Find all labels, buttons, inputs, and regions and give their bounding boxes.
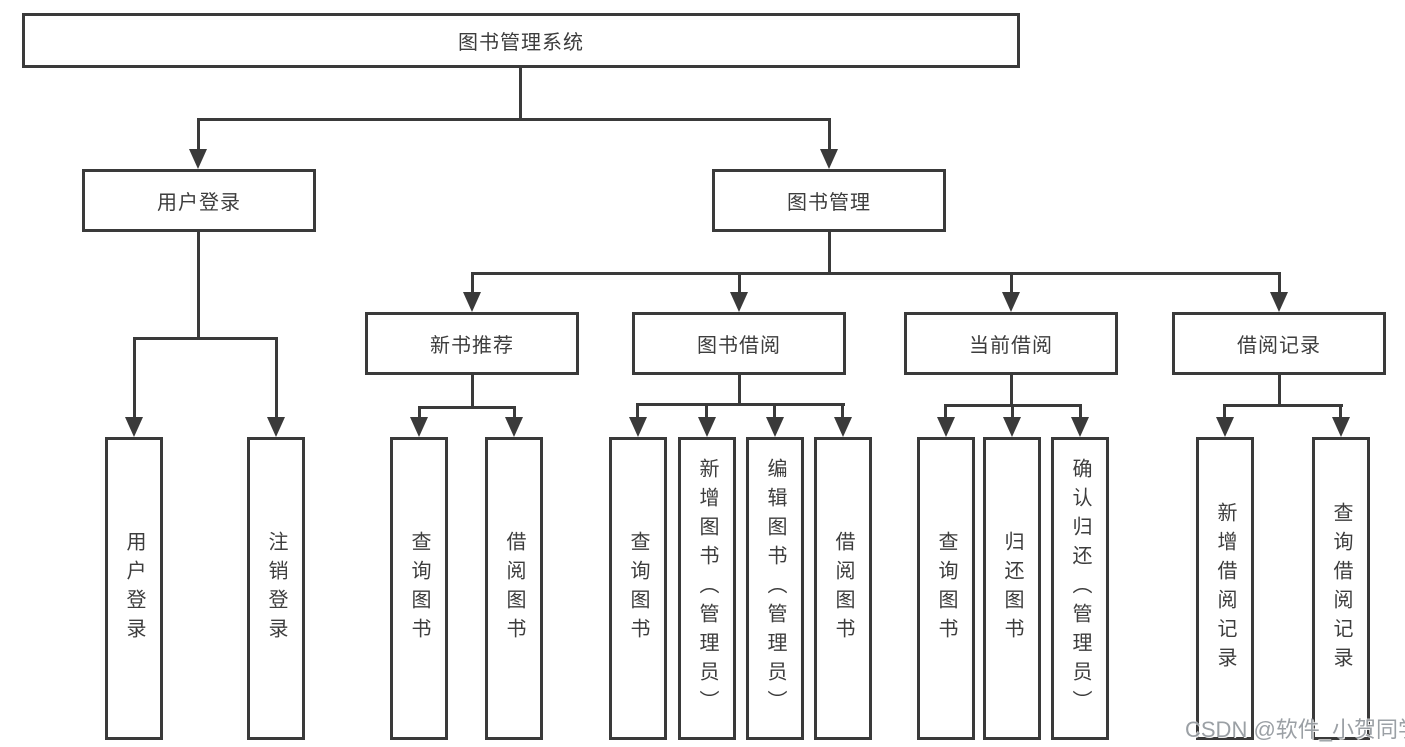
node-book-management: 图书管理 [712,169,946,232]
leaf-nb-query-books-label: 查询图书 [408,530,430,647]
leaf-br-add-record-label: 新增借阅记录 [1214,501,1236,676]
connector-groupD-bar [1223,404,1343,407]
connector-arrow-D2 [1339,404,1342,419]
leaf-br-query-record-label: 查询借阅记录 [1330,501,1352,676]
arrowhead-A2 [505,417,523,437]
node-book-borrowing: 图书借阅 [632,312,846,375]
leaf-cb-query-books-label: 查询图书 [935,530,957,647]
csdn-watermark: CSDN @软件_小贺同学 [1185,717,1405,742]
connector-arrow-book-borrow [738,272,741,294]
leaf-bb-borrow-books-label: 借阅图书 [832,530,854,647]
leaf-logout-label: 注销登录 [265,530,287,647]
leaf-cb-return-books: 归还图书 [983,437,1041,740]
node-root-label: 图书管理系统 [458,32,584,54]
leaf-cb-confirm-return-admin-label: 确认归还（管理员） [1069,458,1091,719]
arrowhead-leaf-login [125,417,143,437]
node-current-borrowing-label: 当前借阅 [969,335,1053,357]
connector-arrow-user-login [197,118,200,151]
connector-user-login-bar [133,337,278,340]
leaf-bb-edit-books-admin-label: 编辑图书（管理员） [764,458,786,719]
connector-arrow-B2 [705,403,708,419]
connector-arrow-new-book [471,272,474,294]
leaf-user-login-label: 用户登录 [123,530,145,647]
arrowhead-B4 [834,417,852,437]
connector-arrow-B4 [841,403,844,419]
arrowhead-A1 [410,417,428,437]
leaf-cb-confirm-return-admin: 确认归还（管理员） [1051,437,1109,740]
node-new-book-recommend: 新书推荐 [365,312,579,375]
leaf-nb-query-books: 查询图书 [390,437,448,740]
node-book-borrowing-label: 图书借阅 [697,335,781,357]
connector-groupA-bar [418,406,516,409]
connector-groupA-stem [471,375,474,408]
arrowhead-current-borrow [1002,292,1020,312]
arrowhead-new-book [463,292,481,312]
connector-user-login-stem [197,232,200,339]
leaf-nb-borrow-books: 借阅图书 [485,437,543,740]
connector-level1-bar [197,118,831,121]
connector-arrow-B1 [636,403,639,419]
arrowhead-user-login [189,149,207,169]
arrowhead-B1 [629,417,647,437]
node-current-borrowing: 当前借阅 [904,312,1118,375]
connector-root-stem [519,68,522,120]
connector-arrow-current-borrow [1010,272,1013,294]
leaf-user-login: 用户登录 [105,437,163,740]
connector-arrow-C2 [1011,404,1014,419]
connector-groupB-bar [636,403,845,406]
leaf-bb-add-books-admin-label: 新增图书（管理员） [696,458,718,719]
connector-arrow-leaf-logout [275,337,278,419]
connector-arrow-borrow-records [1278,272,1281,294]
connector-book-mgmt-stem [828,232,831,274]
leaf-nb-borrow-books-label: 借阅图书 [503,530,525,647]
connector-arrow-C1 [944,404,947,419]
node-new-book-recommend-label: 新书推荐 [430,335,514,357]
node-borrowing-records-label: 借阅记录 [1237,335,1321,357]
connector-groupB-stem [738,375,741,405]
leaf-bb-query-books-label: 查询图书 [627,530,649,647]
connector-groupD-stem [1278,375,1281,406]
connector-arrow-A2 [513,406,516,419]
arrowhead-leaf-logout [267,417,285,437]
node-borrowing-records: 借阅记录 [1172,312,1386,375]
node-user-login: 用户登录 [82,169,316,232]
leaf-bb-edit-books-admin: 编辑图书（管理员） [746,437,804,740]
arrowhead-D2 [1332,417,1350,437]
connector-groupC-stem [1010,375,1013,406]
arrowhead-C3 [1071,417,1089,437]
arrowhead-B2 [698,417,716,437]
arrowhead-borrow-records [1270,292,1288,312]
connector-arrow-leaf-login [133,337,136,419]
arrowhead-book-borrow [730,292,748,312]
arrowhead-D1 [1216,417,1234,437]
leaf-br-add-record: 新增借阅记录 [1196,437,1254,740]
arrowhead-C2 [1003,417,1021,437]
connector-level3-bar [471,272,1281,275]
node-user-login-label: 用户登录 [157,192,241,214]
leaf-cb-query-books: 查询图书 [917,437,975,740]
arrowhead-C1 [937,417,955,437]
leaf-cb-return-books-label: 归还图书 [1001,530,1023,647]
arrowhead-book-mgmt [820,149,838,169]
arrowhead-B3 [766,417,784,437]
connector-arrow-D1 [1223,404,1226,419]
leaf-bb-borrow-books: 借阅图书 [814,437,872,740]
node-root-library-system: 图书管理系统 [22,13,1020,68]
leaf-logout: 注销登录 [247,437,305,740]
node-book-management-label: 图书管理 [787,192,871,214]
leaf-br-query-record: 查询借阅记录 [1312,437,1370,740]
leaf-bb-add-books-admin: 新增图书（管理员） [678,437,736,740]
leaf-bb-query-books: 查询图书 [609,437,667,740]
connector-arrow-B3 [773,403,776,419]
connector-arrow-C3 [1079,404,1082,419]
connector-arrow-A1 [418,406,421,419]
connector-arrow-book-mgmt [828,118,831,151]
